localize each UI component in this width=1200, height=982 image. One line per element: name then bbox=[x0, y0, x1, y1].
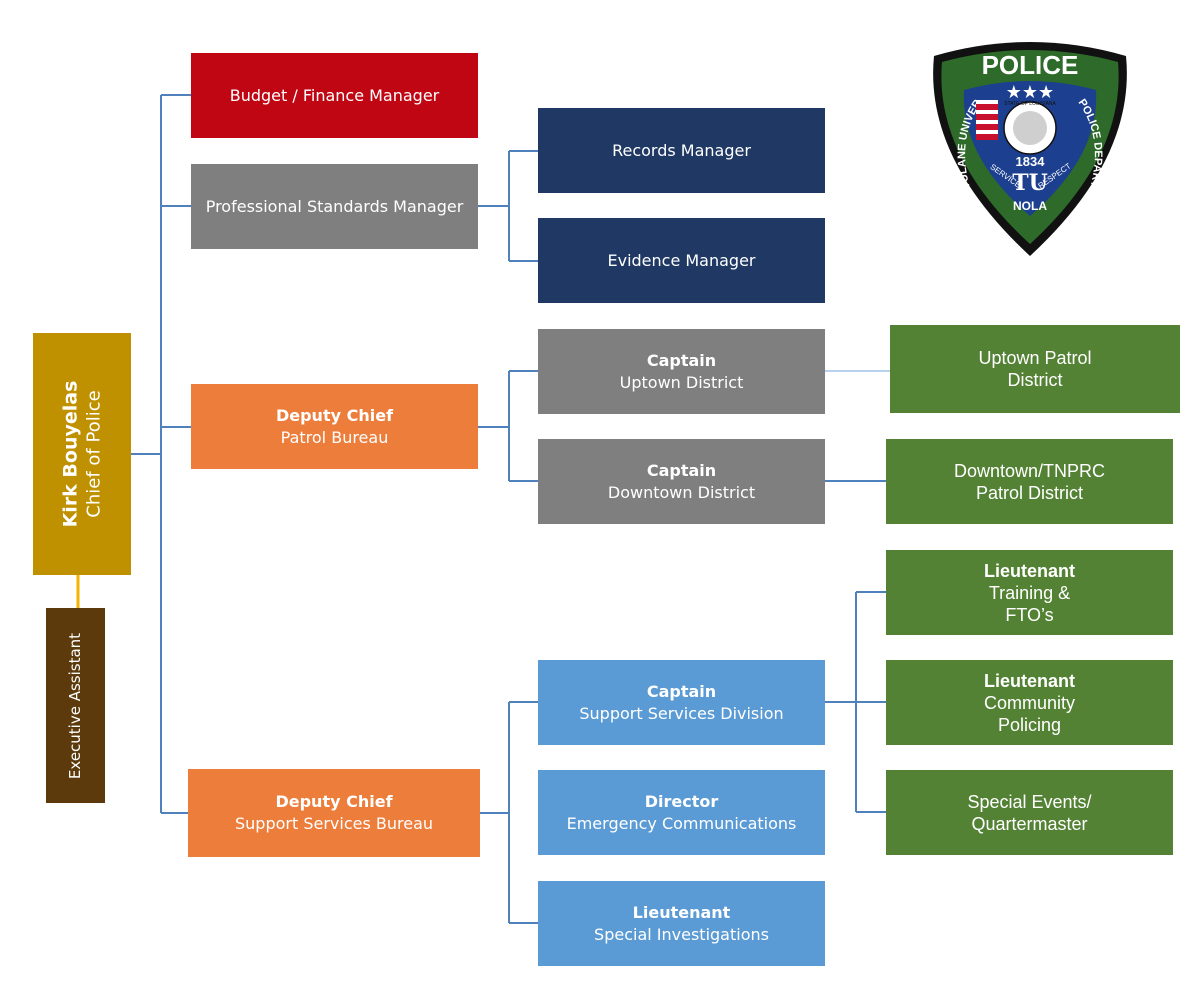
lt-training-line1: Training & bbox=[988, 582, 1071, 603]
badge-year: 1834 bbox=[1016, 154, 1046, 169]
director-comms-rank: Director bbox=[644, 791, 719, 811]
badge-tu-monogram: TU bbox=[1012, 170, 1048, 196]
captain-uptown-rank: Captain bbox=[646, 350, 717, 370]
special-events-line2: Quartermaster bbox=[971, 813, 1088, 834]
standards-manager-title: Professional Standards Manager bbox=[205, 196, 464, 216]
evidence-manager-box: Evidence Manager bbox=[538, 218, 825, 303]
captain-downtown-unit: Downtown District bbox=[607, 482, 756, 502]
lt-community-line1: Community bbox=[983, 692, 1076, 713]
patrol-bureau-box: Deputy Chief Patrol Bureau bbox=[191, 384, 478, 469]
records-manager-box: Records Manager bbox=[538, 108, 825, 193]
captain-support-unit: Support Services Division bbox=[579, 703, 784, 723]
captain-support-box: Captain Support Services Division bbox=[538, 660, 825, 745]
patrol-bureau-unit: Patrol Bureau bbox=[280, 427, 389, 447]
lt-community-rank: Lieutenant bbox=[983, 670, 1075, 691]
lt-training-line2: FTO’s bbox=[1005, 604, 1054, 625]
support-bureau-rank: Deputy Chief bbox=[275, 792, 393, 811]
budget-manager-title: Budget / Finance Manager bbox=[229, 85, 440, 105]
downtown-patrol-line2: Patrol District bbox=[975, 482, 1083, 503]
uptown-patrol-line1: Uptown Patrol bbox=[978, 348, 1092, 368]
special-events-box: Special Events/ Quartermaster bbox=[886, 770, 1173, 855]
lt-investigations-box: Lieutenant Special Investigations bbox=[538, 881, 825, 966]
lt-investigations-unit: Special Investigations bbox=[594, 924, 769, 944]
badge-bottom-text: NOLA bbox=[1013, 199, 1047, 213]
captain-uptown-box: Captain Uptown District bbox=[538, 329, 825, 414]
lt-community-line2: Policing bbox=[997, 714, 1062, 735]
records-manager-title: Records Manager bbox=[612, 140, 751, 160]
captain-downtown-rank: Captain bbox=[646, 460, 717, 480]
evidence-manager-title: Evidence Manager bbox=[607, 250, 756, 270]
chief-title: Chief of Police bbox=[83, 390, 104, 518]
assistant-title: Executive Assistant bbox=[66, 632, 85, 779]
chief-box: Kirk Bouyelas Chief of Police bbox=[33, 333, 131, 575]
badge-state-text: STATE OF LOUISIANA bbox=[1004, 101, 1056, 107]
uptown-patrol-box: Uptown Patrol District bbox=[890, 325, 1180, 413]
lt-training-rank: Lieutenant bbox=[983, 560, 1075, 581]
captain-support-rank: Captain bbox=[646, 681, 717, 701]
badge-stars: ★★★ bbox=[1006, 82, 1054, 103]
lt-community-box: Lieutenant Community Policing bbox=[886, 660, 1173, 745]
captain-downtown-box: Captain Downtown District bbox=[538, 439, 825, 524]
lt-training-box: Lieutenant Training & FTO’s bbox=[886, 550, 1173, 635]
downtown-patrol-line1: Downtown/TNPRC bbox=[953, 460, 1106, 481]
standards-manager-box: Professional Standards Manager bbox=[191, 164, 478, 249]
support-bureau-box: Deputy Chief Support Services Bureau bbox=[188, 769, 480, 857]
downtown-patrol-box: Downtown/TNPRC Patrol District bbox=[886, 439, 1173, 524]
budget-manager-box: Budget / Finance Manager bbox=[191, 53, 478, 138]
support-bureau-unit: Support Services Bureau bbox=[234, 814, 434, 833]
captain-uptown-unit: Uptown District bbox=[619, 372, 744, 392]
lt-investigations-rank: Lieutenant bbox=[632, 902, 731, 922]
assistant-box: Executive Assistant bbox=[46, 608, 105, 803]
special-events-line1: Special Events/ bbox=[967, 791, 1092, 812]
police-badge-logo: POLICE ★★★ TULANE UNIVERSITY POLICE DEPA… bbox=[924, 38, 1127, 256]
patrol-bureau-rank: Deputy Chief bbox=[275, 405, 394, 425]
chief-name: Kirk Bouyelas bbox=[59, 380, 81, 528]
badge-top-text: POLICE bbox=[982, 50, 1079, 80]
uptown-patrol-line2: District bbox=[1007, 370, 1063, 390]
director-comms-box: Director Emergency Communications bbox=[538, 770, 825, 855]
director-comms-unit: Emergency Communications bbox=[566, 813, 797, 833]
